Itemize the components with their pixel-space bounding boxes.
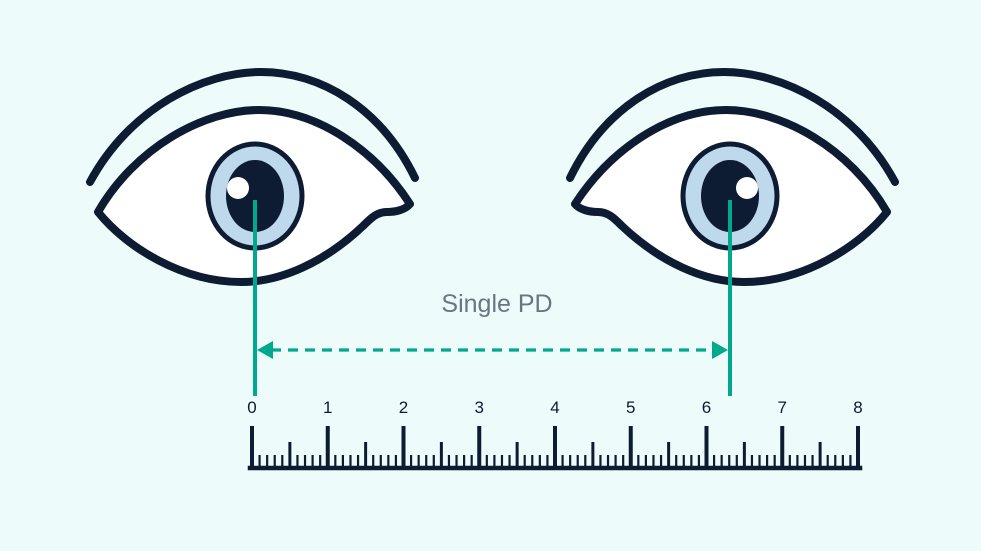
- right-eye: [566, 67, 899, 286]
- ruler-label: 4: [550, 398, 559, 417]
- pd-arrow-head-right: [712, 341, 728, 359]
- ruler-label: 2: [399, 398, 408, 417]
- pd-arrow-head-left: [257, 341, 273, 359]
- eye-inner: [205, 141, 305, 251]
- left-eye: [86, 67, 419, 286]
- single-pd-annotation: Single PD: [257, 290, 728, 359]
- ruler-ticks: [250, 426, 860, 468]
- ruler-label: 3: [475, 398, 484, 417]
- ruler: 0 1 2 3 4 5 6 7 8: [247, 398, 863, 471]
- eyebrow-arc: [566, 67, 899, 186]
- ruler-label: 6: [702, 398, 711, 417]
- ruler-label: 0: [247, 398, 256, 417]
- ruler-label: 8: [853, 398, 862, 417]
- pupil-highlight: [227, 177, 249, 199]
- ruler-label: 5: [626, 398, 635, 417]
- ruler-number-labels: 0 1 2 3 4 5 6 7 8: [247, 398, 862, 417]
- ruler-label: 1: [323, 398, 332, 417]
- eyes-group: [86, 67, 899, 286]
- eyelid-outline: [571, 106, 891, 286]
- ruler-label: 7: [778, 398, 787, 417]
- eyebrow-arc: [86, 67, 419, 186]
- pupil-measurement-lines: [253, 200, 732, 396]
- eyelid-outline: [94, 106, 414, 286]
- single-pd-label: Single PD: [441, 290, 552, 318]
- pupil-highlight: [736, 177, 758, 199]
